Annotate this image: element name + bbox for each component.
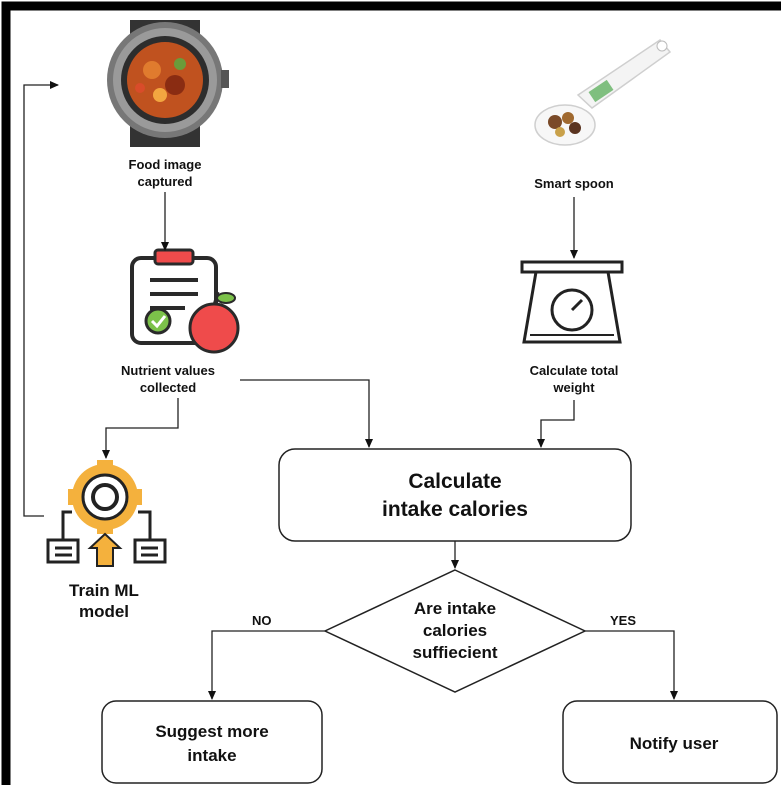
total-weight-label-line2: weight [552, 380, 595, 395]
arrow-nutrients-to-calculate [240, 379, 373, 448]
smart-spoon-icon [534, 39, 672, 146]
nutrients-label-line2: collected [140, 380, 196, 395]
calculate-calories-label: Calculate [408, 470, 501, 493]
edge-label-no: NO [252, 613, 272, 628]
suggest-intake-label: Suggest more [155, 722, 268, 741]
total-weight-label: Calculate total [530, 363, 619, 378]
kitchen-scale-icon [520, 260, 624, 344]
decision-label-line3: suffiecient [412, 643, 497, 662]
decision-label-line2: calories [423, 621, 487, 640]
edge-label-yes: YES [610, 613, 636, 628]
food-image-label: Food image [129, 157, 202, 172]
suggest-intake-box [101, 700, 323, 784]
arrow-decision-yes [585, 630, 678, 700]
arrow-train-feedback [23, 81, 59, 517]
notify-user-box [562, 700, 778, 784]
arrow-decision-no [208, 630, 325, 700]
calculate-calories-label-line2: intake calories [382, 498, 528, 521]
train-ml-label: Train ML [69, 581, 139, 600]
decision-diamond [323, 569, 587, 693]
calculate-calories-box [278, 448, 632, 542]
notify-user-label: Notify user [630, 734, 719, 753]
smart-spoon-label: Smart spoon [534, 176, 614, 191]
decision-label: Are intake [414, 599, 496, 618]
smartwatch-food-icon [107, 20, 229, 147]
nutrients-label: Nutrient values [121, 363, 215, 378]
gear-ml-icon [46, 460, 167, 567]
clipboard-apple-icon [130, 248, 240, 354]
suggest-intake-label-line2: intake [187, 746, 236, 765]
arrow-nutrients-to-train [102, 398, 179, 459]
train-ml-label-line2: model [79, 602, 129, 621]
food-image-label-line2: captured [138, 174, 193, 189]
arrow-weight-to-calculate [537, 400, 575, 448]
